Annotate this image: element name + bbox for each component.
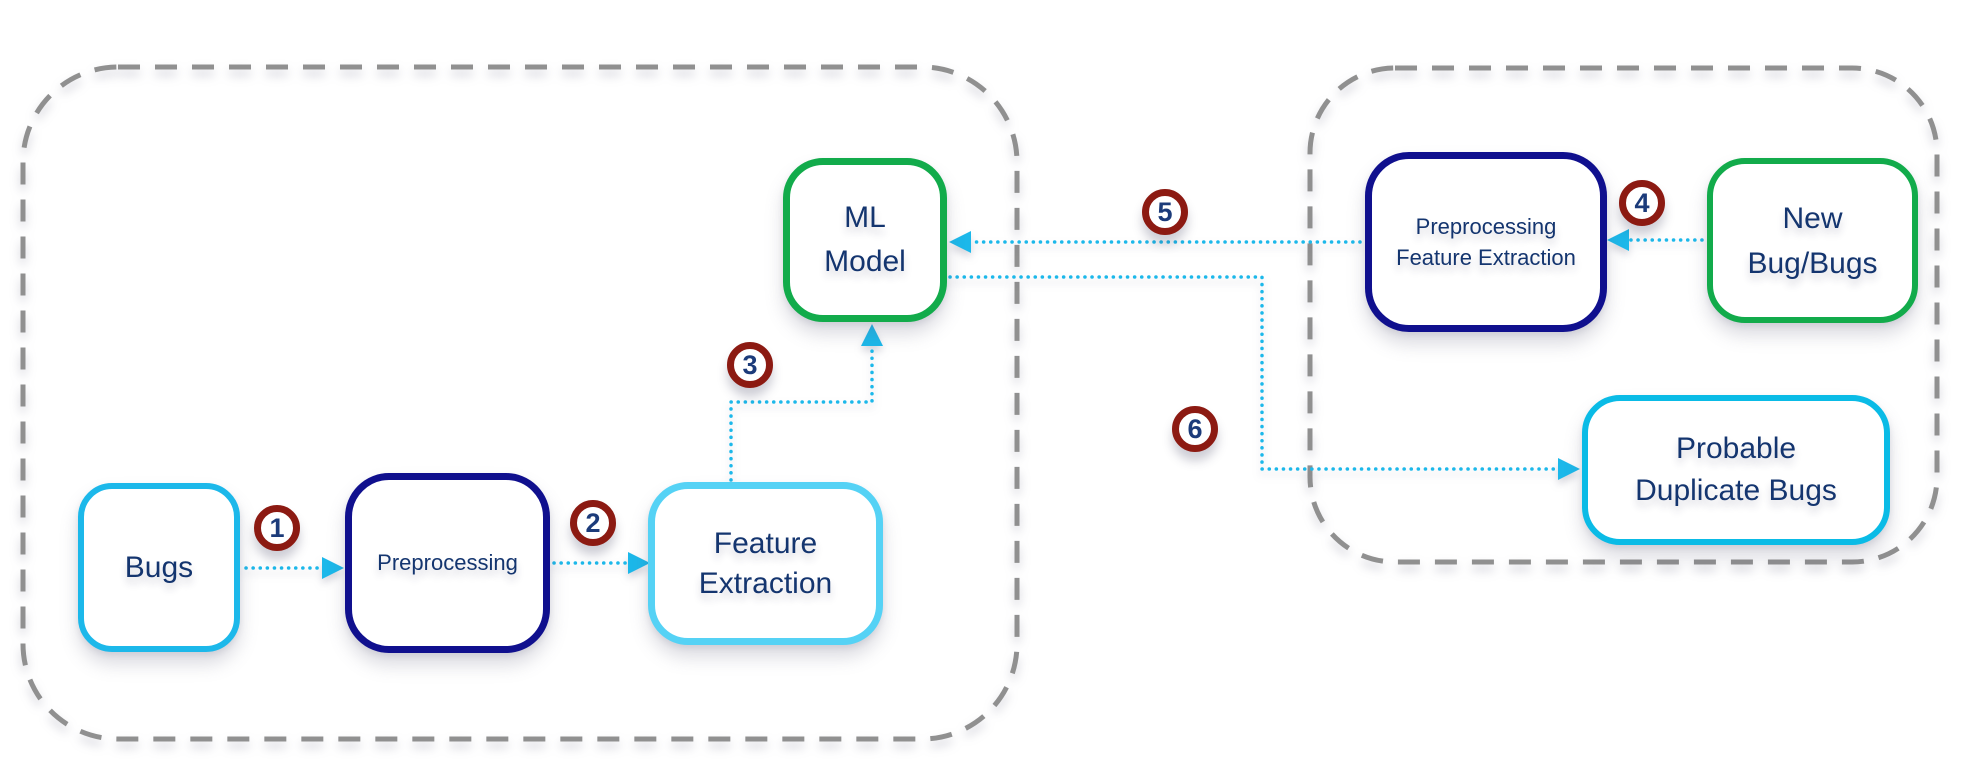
connectors [244,229,1704,579]
node-preprocessing-feature-extraction-line2: Feature Extraction [1396,245,1576,270]
step-badge-5: 5 [1142,189,1188,235]
node-feature-extraction: Feature Extraction [648,482,883,645]
node-new-bugs: New Bug/Bugs [1707,158,1918,323]
node-bugs-label: Bugs [124,550,194,584]
inference-group-outline [1307,65,1940,565]
node-bugs: Bugs [78,483,240,652]
node-preprocessing-feature-extraction-line1: Preprocessing [1415,214,1557,239]
training-group-border [20,64,1020,742]
node-ml-model-line1: ML [844,201,886,234]
node-ml-model: ML Model [783,158,947,322]
connector-line [948,275,1560,471]
node-feature-extraction-line1: Feature [713,526,818,560]
connector-line [729,344,874,482]
step-badge-4-number: 4 [1634,187,1650,218]
arrowhead-left-icon [1607,229,1629,251]
inference-group-border [1307,65,1940,565]
node-probable-duplicate-bugs: Probable Duplicate Bugs [1582,395,1890,545]
node-preprocessing: Preprocessing [345,473,550,653]
step-badge-3-number: 3 [742,349,758,380]
node-preprocessing-feature-extraction: Preprocessing Feature Extraction [1365,152,1607,332]
connector-bugs-to-preprocessing [244,557,344,579]
step-badge-1-number: 1 [269,512,285,543]
connector-preprocessing-to-feature-extraction [552,552,650,574]
training-group-outline [20,64,1020,742]
step-badge-4: 4 [1619,180,1665,226]
step-badge-2-number: 2 [585,507,601,538]
node-probable-duplicate-bugs-line2: Duplicate Bugs [1635,474,1837,507]
step-badge-5-number: 5 [1157,196,1173,227]
connector-preprocessing-feature-extraction-to-ml-model [949,231,1362,253]
step-badge-6-number: 6 [1187,413,1203,444]
arrowhead-up-icon [861,324,883,346]
step-badge-1: 1 [254,505,300,551]
node-feature-extraction-line2: Extraction [698,566,833,600]
step-badge-2: 2 [570,500,616,546]
node-probable-duplicate-bugs-line1: Probable [1675,432,1797,465]
arrowhead-right-icon [1558,458,1580,480]
node-new-bugs-line1: New [1782,201,1843,235]
connector-ml-model-to-probable-duplicate-bugs [948,275,1580,480]
connector-new-bugs-to-preprocessing-feature-extraction [1607,229,1704,251]
node-ml-model-line2: Model [824,245,906,278]
arrowhead-right-icon [322,557,344,579]
step-badge-6: 6 [1172,406,1218,452]
arrowhead-left-icon [949,231,971,253]
node-new-bugs-line2: Bug/Bugs [1747,246,1878,280]
arrowhead-right-icon [628,552,650,574]
step-badge-3: 3 [727,342,773,388]
node-preprocessing-label: Preprocessing [377,550,518,575]
connector-feature-extraction-to-ml-model [729,324,883,482]
